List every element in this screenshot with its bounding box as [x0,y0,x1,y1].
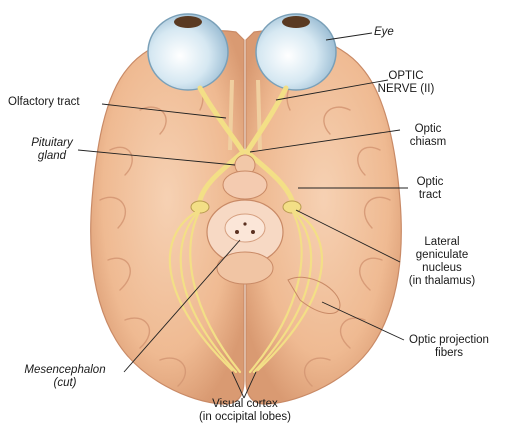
label-optic-nerve: OPTIC NERVE (II) [376,70,436,96]
label-optic-tract-line1: Optic [408,176,452,189]
label-visual-cortex: Visual cortex (in occipital lobes) [170,398,320,424]
label-visual-cortex-line1: Visual cortex [170,398,320,411]
label-eye: Eye [374,26,394,39]
label-optic-chiasm-line2: chiasm [400,136,456,149]
label-lgn-line3: nucleus [396,262,488,275]
label-optic-tract-line2: tract [408,189,452,202]
label-optic-tract: Optic tract [408,176,452,202]
label-visual-cortex-line2: (in occipital lobes) [170,411,320,424]
hypothalamus [223,171,267,199]
label-optic-nerve-line2: NERVE (II) [376,83,436,96]
label-mesencephalon-line2: (cut) [6,377,124,390]
right-eye [256,14,336,90]
label-lgn-line1: Lateral [396,236,488,249]
label-optic-projection: Optic projection fibers [396,334,502,360]
label-optic-projection-line1: Optic projection [396,334,502,347]
label-lgn-line2: geniculate [396,249,488,262]
label-lateral-geniculate: Lateral geniculate nucleus (in thalamus) [396,236,488,288]
label-optic-chiasm-line1: Optic [400,123,456,136]
label-optic-chiasm: Optic chiasm [400,123,456,149]
label-mesencephalon-line1: Mesencephalon [6,364,124,377]
label-pituitary-gland: Pituitary gland [24,137,80,163]
label-mesencephalon: Mesencephalon (cut) [6,364,124,390]
left-eye [148,14,228,90]
label-pituitary-line2: gland [24,150,80,163]
label-optic-nerve-line1: OPTIC [376,70,436,83]
label-pituitary-line1: Pituitary [24,137,80,150]
label-lgn-line4: (in thalamus) [396,275,488,288]
label-olfactory-tract: Olfactory tract [8,96,80,109]
mesencephalon [207,200,283,284]
label-optic-projection-line2: fibers [396,347,502,360]
